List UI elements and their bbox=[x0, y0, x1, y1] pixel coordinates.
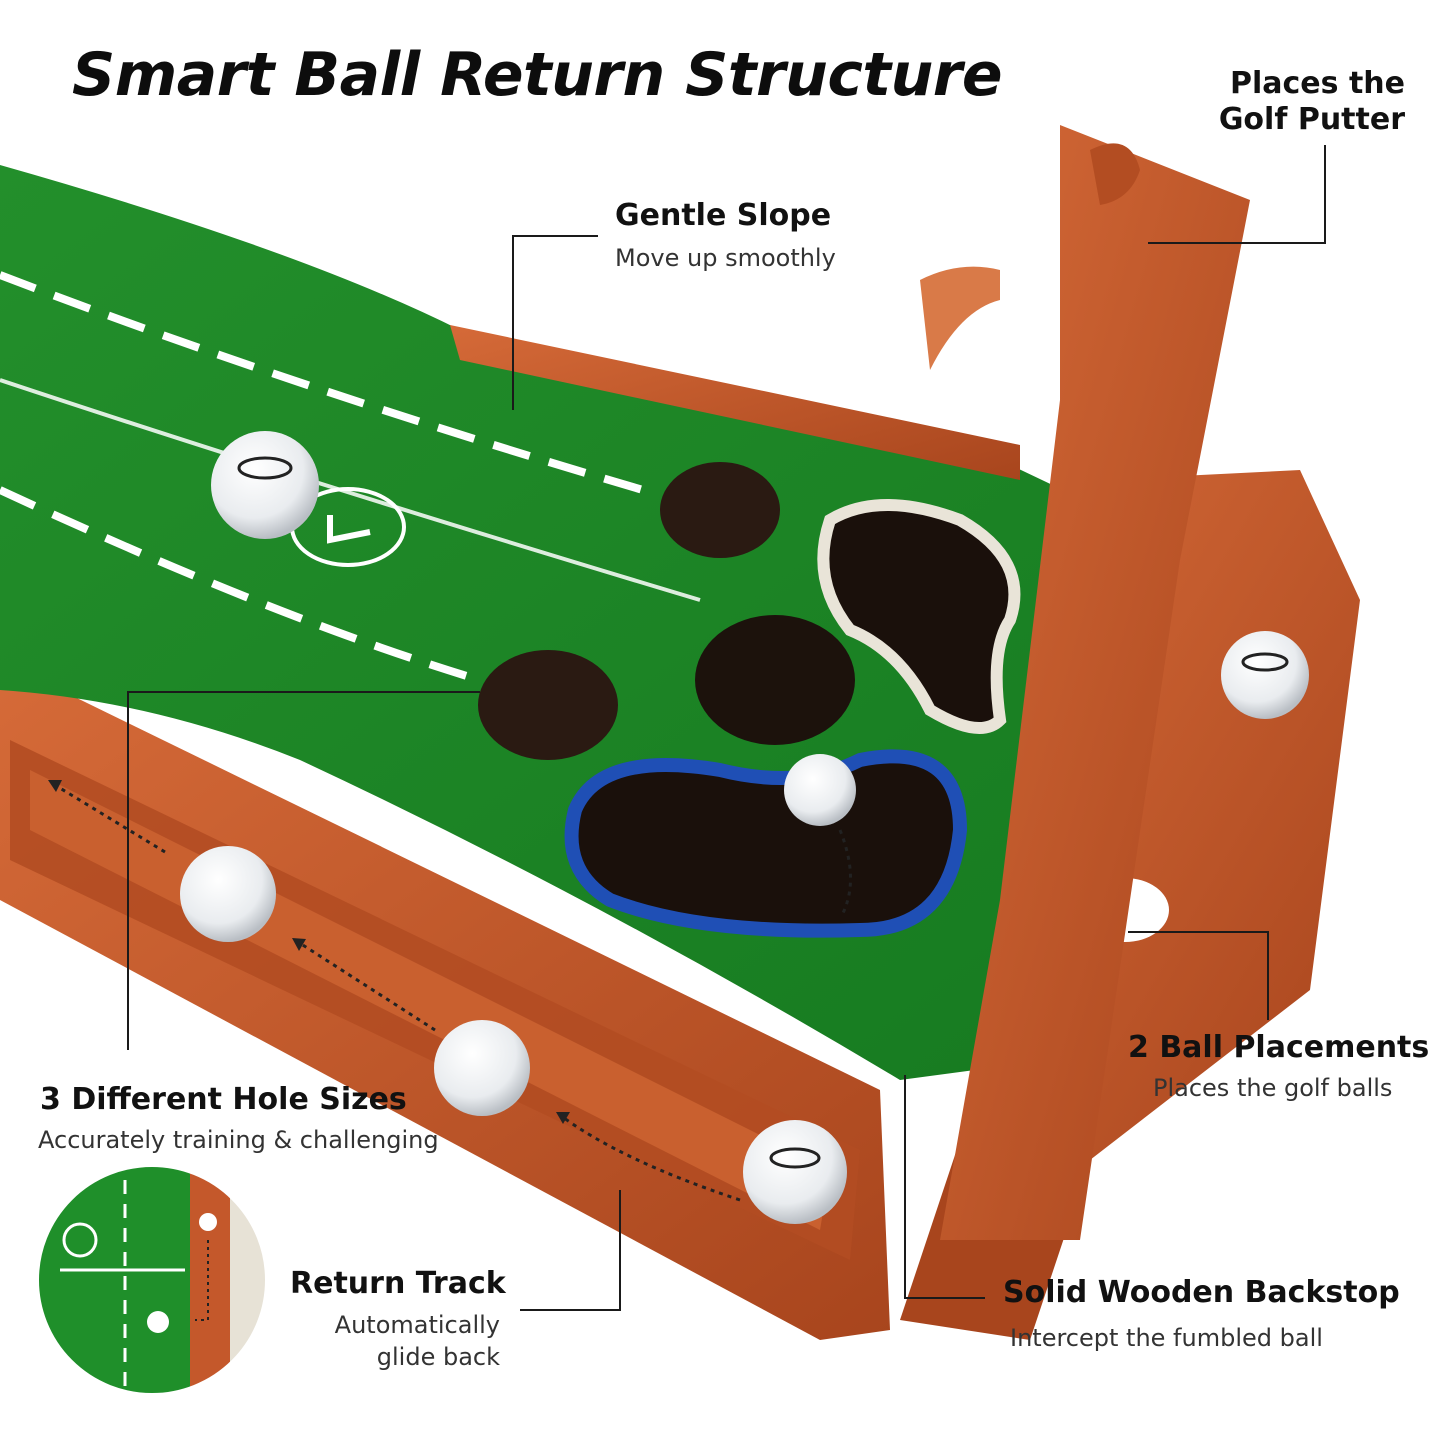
golf-ball-track-1 bbox=[180, 846, 276, 942]
dashed-line-bottom bbox=[0, 486, 482, 684]
holes-heading: 3 Different Hole Sizes bbox=[40, 1082, 407, 1117]
leader-track bbox=[520, 1190, 621, 1311]
target-marker-check bbox=[327, 515, 371, 544]
backstop-subtitle: Intercept the fumbled ball bbox=[1010, 1324, 1323, 1352]
putter-heading-line1: Places the bbox=[1230, 66, 1405, 101]
hole-large-blue bbox=[564, 749, 968, 938]
putter-holder-post bbox=[940, 125, 1250, 1240]
backstop-heading: Solid Wooden Backstop bbox=[1003, 1275, 1400, 1310]
putter-heading-line2: Golf Putter bbox=[1218, 102, 1405, 137]
arrow-hole bbox=[838, 829, 852, 916]
leader-holes bbox=[127, 691, 480, 1050]
golf-ball-track-3-logo bbox=[769, 1147, 821, 1169]
slope-subtitle: Move up smoothly bbox=[615, 244, 836, 272]
upper-rail bbox=[450, 325, 1020, 480]
hole-small-left bbox=[478, 650, 618, 760]
center-line bbox=[0, 378, 701, 602]
hole-large-white bbox=[817, 499, 1021, 734]
golf-ball-track-3 bbox=[743, 1120, 847, 1224]
leader-putter bbox=[1148, 145, 1326, 244]
track-heading: Return Track bbox=[290, 1266, 506, 1301]
golf-ball-main bbox=[211, 431, 319, 539]
return-track-inset bbox=[37, 1165, 267, 1395]
arrow-track-3 bbox=[559, 1113, 741, 1202]
dashed-line-top bbox=[0, 271, 662, 499]
leader-slope bbox=[512, 235, 598, 410]
hole-medium bbox=[695, 615, 855, 745]
arrow-track-1-head bbox=[48, 780, 62, 792]
arrow-track-3-head bbox=[556, 1112, 570, 1124]
golf-ball-in-hole bbox=[784, 754, 856, 826]
track-subtitle-line1: Automatically bbox=[334, 1311, 500, 1339]
page-title: Smart Ball Return Structure bbox=[72, 40, 1003, 110]
placements-heading: 2 Ball Placements bbox=[1128, 1030, 1430, 1065]
track-subtitle-line2: glide back bbox=[376, 1343, 500, 1371]
holes-subtitle: Accurately training & challenging bbox=[38, 1126, 439, 1154]
placements-subtitle: Places the golf balls bbox=[1153, 1074, 1393, 1102]
arrow-track-2-head bbox=[292, 938, 306, 951]
putter-holder-notch bbox=[1090, 143, 1140, 205]
leader-placements bbox=[1128, 931, 1269, 1020]
golf-ball-placement bbox=[1221, 631, 1309, 719]
putter-holder-top bbox=[920, 266, 1000, 370]
arrow-track-2 bbox=[294, 938, 436, 1032]
golf-ball-track-2 bbox=[434, 1020, 530, 1116]
slope-heading: Gentle Slope bbox=[615, 198, 832, 233]
return-track-inset-border bbox=[35, 1163, 269, 1397]
golf-ball-placement-logo bbox=[1241, 652, 1289, 672]
golf-ball-logo bbox=[237, 456, 293, 480]
leader-backstop bbox=[904, 1075, 985, 1299]
hole-small-top bbox=[660, 462, 780, 558]
